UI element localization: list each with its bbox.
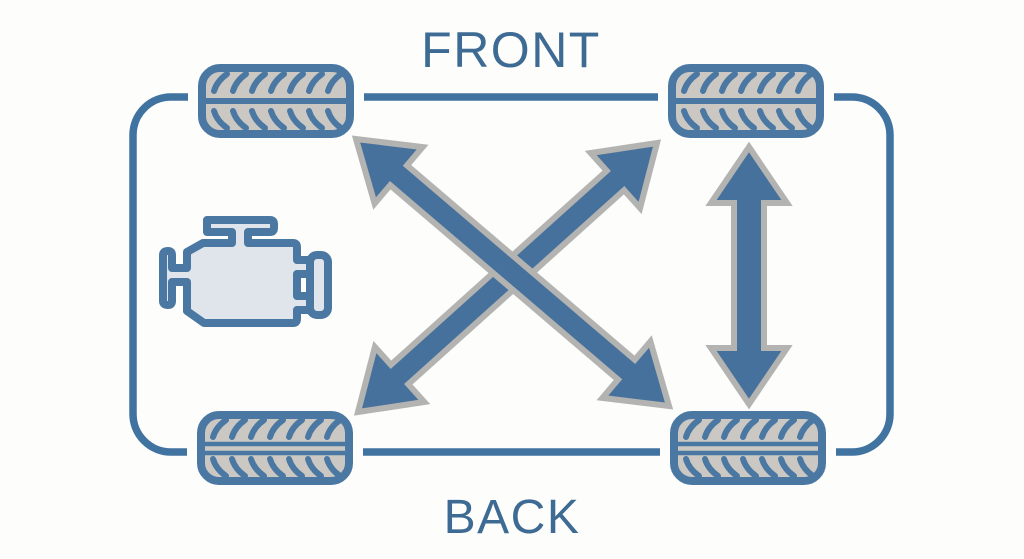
back-label: BACK bbox=[443, 491, 581, 544]
cross-arrow-frontleft-backright-icon bbox=[351, 135, 674, 410]
engine-icon bbox=[159, 216, 332, 327]
chassis-outline bbox=[129, 93, 894, 456]
tire-back-left-icon bbox=[187, 401, 363, 495]
front-label: FRONT bbox=[421, 22, 601, 78]
vertical-arrow-frontright-backright-icon bbox=[705, 141, 793, 410]
tire-front-left-icon bbox=[188, 54, 364, 148]
tire-back-right-icon bbox=[660, 401, 836, 495]
tire-front-right-icon bbox=[658, 54, 834, 148]
